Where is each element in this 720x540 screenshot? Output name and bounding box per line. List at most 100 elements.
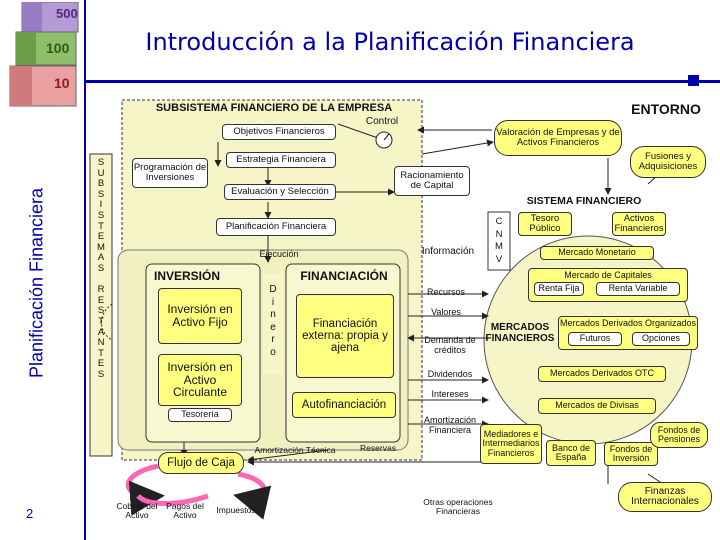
amortizacion-financiera-label: Amortización Financiera — [423, 415, 477, 435]
valoracion-box: Valoración de Empresas y de Activos Fina… — [494, 120, 622, 156]
opciones-box: Opciones — [632, 332, 690, 346]
recursos-label: Recursos — [426, 287, 465, 297]
subsystems-letter: I — [99, 199, 103, 211]
mercados-divisas-box: Mercados de Divisas — [538, 398, 656, 414]
valores-label: Valores — [431, 307, 461, 317]
subsystems-letter: E — [97, 231, 105, 243]
subsystem-title: SUBSISTEMA FINANCIERO DE LA EMPRESA — [155, 102, 393, 114]
futuros-box: Futuros — [568, 332, 622, 346]
evaluacion-box: Evaluación y Selección — [224, 184, 336, 200]
cash-cycle-tax-arrow — [233, 471, 272, 520]
planificacion-box: Planificación Financiera — [216, 218, 336, 236]
cnmv-letter: C — [495, 216, 503, 227]
control-label: Control — [365, 116, 399, 127]
subsystems-letter: A — [97, 326, 105, 338]
reservas-label: Reservas — [360, 443, 396, 453]
subsystems-letter: M — [97, 241, 105, 253]
renta-fija-box: Renta Fija — [534, 282, 584, 296]
autofinanciacion-box: Autofinanciación — [292, 392, 396, 418]
euro-banknotes-image: 500 100 10 — [9, 2, 79, 107]
cnmv-letter: M — [495, 241, 503, 252]
dinero-letter: o — [270, 346, 276, 358]
subsystems-letter: S — [97, 209, 105, 221]
mediadores-box: Mediadores e Intermediarios Financieros — [480, 424, 542, 464]
derivados-otc-box: Mercados Derivados OTC — [538, 366, 666, 382]
financiacion-heading: FINANCIACIÓN — [300, 269, 388, 283]
tesoreria-box: Tesorería — [168, 408, 232, 422]
subsystems-letter: T — [98, 315, 104, 327]
cnmv-letter: V — [495, 253, 503, 265]
slide-title: Introducción a la Planificación Financie… — [145, 28, 635, 56]
tesoro-box: Tesoro Público — [518, 212, 572, 236]
dinero-letter: e — [270, 321, 276, 333]
banknote-500-label: 500 — [56, 6, 78, 21]
subsystems-letter: S — [97, 157, 105, 168]
fusiones-box: Fusiones y Adquisiciones — [630, 146, 706, 178]
activos-financieros-box: Activos Financieros — [612, 212, 666, 236]
mercados-financieros-label: MERCADOS FINANCIEROS — [485, 322, 555, 344]
subsystems-letter: E — [97, 358, 105, 370]
title-rule — [86, 80, 720, 83]
banco-espana-box: Banco de España — [546, 440, 596, 466]
fondos-pensiones-box: Fondos de Pensiones — [650, 422, 708, 448]
dinero-column — [263, 274, 283, 374]
fin-externa-box: Financiación externa: propia y ajena — [296, 294, 394, 378]
financial-system-diagram: SUBSISTEMA FINANCIERO DE LA EMPRESA Cont… — [88, 94, 720, 540]
inv-circulante-box: Inversión en Activo Circulante — [158, 354, 242, 406]
objetivos-box: Objetivos Financieros — [222, 124, 336, 140]
pagos-label: Pagos del Activo — [166, 501, 204, 521]
finanzas-internacionales-box: Finanzas Internacionales — [618, 482, 712, 512]
banknote-100-label: 100 — [46, 40, 70, 56]
dinero-letter: n — [270, 309, 276, 321]
inv-fijo-box: Inversión en Activo Fijo — [158, 288, 242, 344]
subsystems-column — [89, 153, 113, 457]
cnmv-column — [487, 211, 511, 271]
mercado-monetario-box: Mercado Monetario — [540, 246, 654, 260]
banknote-10-label: 10 — [54, 75, 70, 91]
subsystems-letter: S — [97, 262, 105, 274]
ejecucion-label: Ejecución — [259, 249, 299, 259]
vertical-rule — [84, 0, 86, 540]
subsystems-letter: B — [97, 178, 105, 190]
subsystems-letter: S — [97, 368, 105, 380]
subsystems-letter: T — [98, 347, 104, 359]
subsystems-letter: U — [97, 167, 105, 179]
subsystems-letter: T — [98, 220, 104, 232]
intereses-label: Intereses — [431, 389, 469, 399]
amortizacion-tecnica-label: Amortización Técnica — [254, 445, 336, 455]
otras-operaciones-label: Otras operaciones Financieras — [423, 497, 493, 517]
dinero-letter: D — [269, 284, 277, 295]
estrategia-box: Estrategia Financiera — [226, 152, 336, 168]
demanda-creditos-label: Demanda de créditos — [424, 335, 476, 355]
dinero-letter: i — [271, 296, 275, 308]
title-bullet — [688, 75, 699, 86]
renta-variable-box: Renta Variable — [596, 282, 680, 296]
cnmv-letter: N — [495, 228, 503, 240]
cash-cycle-right-arrow — [136, 493, 209, 506]
subsystems-letter: R — [97, 284, 105, 296]
dinero-letter: r — [271, 334, 275, 346]
entorno-label: ENTORNO — [631, 101, 701, 117]
subsystems-letter: N — [97, 337, 105, 349]
flujo-caja-box: Flujo de Caja — [158, 452, 244, 474]
subsystems-letter: E — [97, 294, 105, 306]
slide-number: 2 — [26, 506, 34, 521]
sistema-financiero-label: SISTEMA FINANCIERO — [526, 195, 642, 207]
mercado-capitales-label: Mercado de Capitales — [564, 270, 652, 280]
cash-cycle-left-arrow — [125, 463, 165, 516]
cobros-label: Cobros del Activo — [116, 501, 158, 521]
fondos-inversion-box: Fondos de Inversión — [604, 442, 658, 466]
subsystems-letter: S — [97, 305, 105, 317]
programacion-box: Programación de Inversiones — [132, 158, 208, 188]
recycle-icon — [101, 303, 113, 341]
impuestos-label: Impuestos — [216, 505, 256, 515]
racionamiento-box: Racionamiento de Capital — [394, 166, 470, 196]
subsystems-letter: A — [97, 252, 105, 264]
side-title: Planificación Financiera — [18, 110, 56, 455]
derivados-organizados-label: Mercados Derivados Organizados — [559, 318, 697, 328]
inversion-heading: INVERSIÓN — [154, 269, 221, 283]
subsystems-letter: S — [97, 188, 105, 200]
